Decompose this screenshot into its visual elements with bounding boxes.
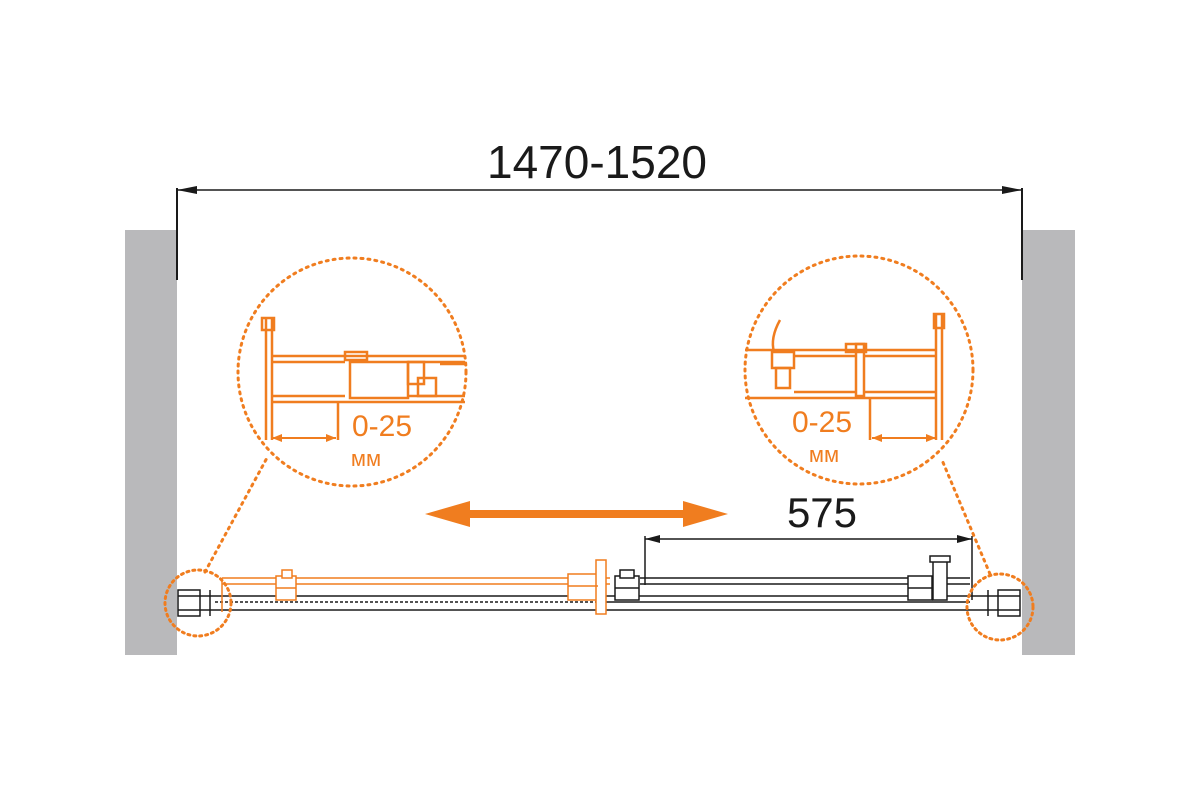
door-opening-label: 575: [787, 489, 857, 536]
roller-right: [907, 555, 951, 601]
door-handle: [567, 559, 607, 615]
right-leader-line: [940, 458, 992, 576]
overall-width-dimension: [176, 186, 1023, 280]
left-detail-unit-label: мм: [351, 446, 381, 471]
roller-center: [614, 569, 640, 601]
right-detail-profile: [745, 312, 946, 440]
right-detail-arrow: [872, 434, 936, 442]
left-detail-adjustment-label: 0-25: [352, 410, 412, 443]
left-wall: [125, 230, 177, 655]
left-end-callout-circle: [163, 568, 233, 638]
left-detail-profile: [260, 316, 465, 440]
right-wall: [1022, 230, 1075, 655]
right-detail-unit-label: мм: [809, 442, 839, 467]
left-leader-line: [203, 454, 270, 574]
right-end-callout-circle: [965, 572, 1035, 642]
right-detail-circle: [743, 254, 975, 486]
double-arrow-icon: [425, 501, 728, 527]
right-detail-adjustment-label: 0-25: [792, 406, 852, 439]
left-detail-circle: [236, 256, 468, 488]
roller-left: [275, 569, 297, 601]
overall-width-label: 1470-1520: [487, 136, 707, 188]
left-detail-arrow: [272, 434, 336, 442]
